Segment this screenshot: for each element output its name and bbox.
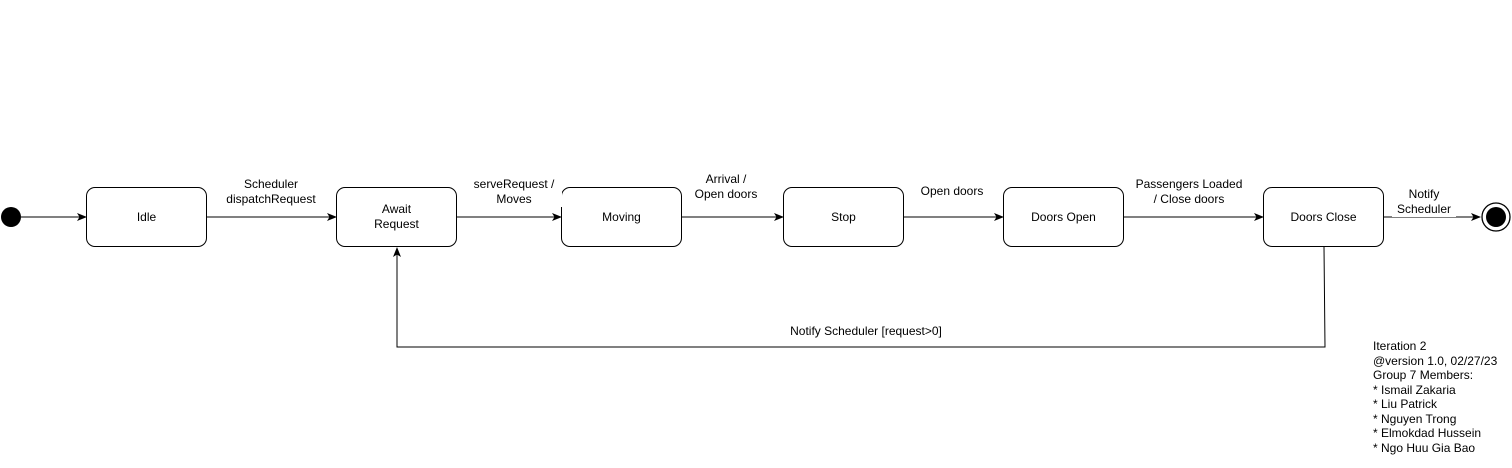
edge-loop-doors-close-to-await [393,246,1326,348]
note-line: Iteration 2 [1373,339,1427,353]
note-line: * Nguyen Trong [1373,411,1457,426]
transition-label-idle-await-line1: Scheduler [243,177,299,191]
state-doors-close-label: Doors Close [1290,209,1357,224]
iteration-note: Iteration 2 @version 1.0, 02/27/23 Group… [1373,339,1497,455]
transition-label-doors-open-close-line2: / Close doors [1153,192,1225,206]
note-line: * Ngo Huu Gia Bao [1373,440,1476,455]
transition-label-moving-stop-line1: Arrival / [705,172,747,186]
state-await-request: Await Request [336,187,457,247]
state-doors-close: Doors Close [1263,187,1384,247]
transition-label-doors-close-final: Notify Scheduler [1392,187,1456,217]
note-line: * Liu Patrick [1373,397,1438,411]
note-line: * Ismail Zakaria [1373,382,1456,397]
transition-label-moving-stop-line2: Open doors [694,187,758,201]
transition-label-doors-close-final-line2: Scheduler [1396,202,1452,216]
transition-label-doors-close-final-line1: Notify [1408,187,1440,201]
transition-label-await-moving-line1: serveRequest / [473,177,555,191]
state-doors-open-label: Doors Open [1031,209,1096,224]
transition-label-doors-open-close-line1: Passengers Loaded [1135,177,1243,191]
transition-label-idle-await: Scheduler dispatchRequest [220,177,322,207]
transition-label-stop-doors-open: Open doors [915,184,989,199]
state-doors-open: Doors Open [1003,187,1124,247]
state-await-request-line2: Request [374,217,419,231]
transition-label-loop: Notify Scheduler [request>0] [780,324,952,339]
note-line: Group 7 Members: [1373,368,1474,382]
state-stop: Stop [783,187,904,247]
transition-label-moving-stop: Arrival / Open doors [688,172,764,202]
note-line: @version 1.0, 02/27/23 [1373,353,1498,368]
initial-state [1,207,21,227]
state-stop-label: Stop [831,209,856,224]
transition-label-doors-open-close: Passengers Loaded / Close doors [1128,177,1250,207]
state-idle: Idle [86,187,207,247]
transition-label-idle-await-line2: dispatchRequest [226,192,316,206]
state-moving: Moving [561,187,682,247]
state-await-request-line1: Await [381,202,412,216]
final-state-inner [1486,207,1506,227]
state-idle-label: Idle [136,209,157,224]
state-await-request-label: Await Request [374,202,419,232]
note-line: * Elmokdad Hussein [1373,426,1482,440]
transition-label-await-moving: serveRequest / Moves [466,177,562,207]
transition-label-loop-text: Notify Scheduler [request>0] [790,324,942,338]
transition-label-await-moving-line2: Moves [496,192,532,206]
transition-label-stop-doors-open-text: Open doors [920,184,984,198]
state-moving-label: Moving [602,209,641,224]
